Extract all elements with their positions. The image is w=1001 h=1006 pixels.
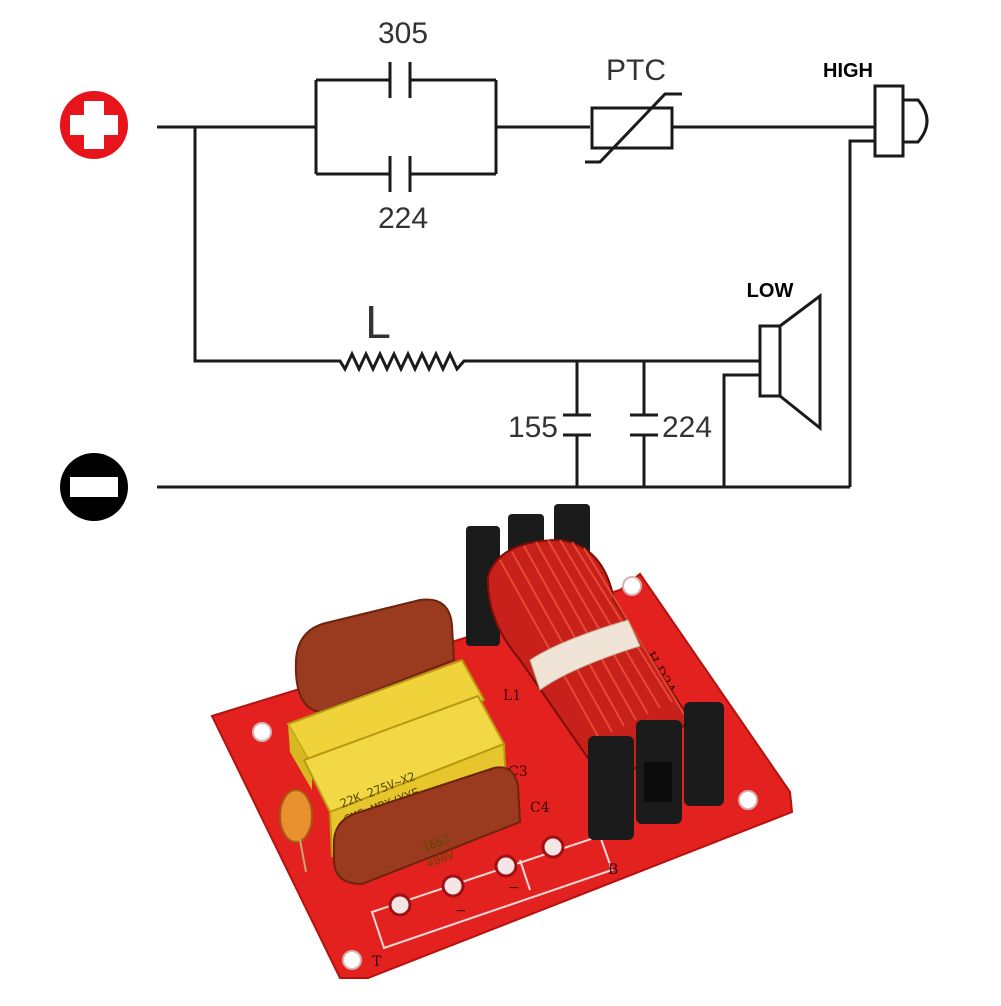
silk-b: B	[608, 862, 618, 878]
inductor-label: L	[365, 296, 391, 348]
negative-terminal-icon	[60, 453, 128, 521]
cap-155-label: 155	[508, 411, 558, 444]
brown-capacitor-top	[294, 598, 456, 714]
capacitor-155-symbol	[563, 413, 591, 437]
solder-pad	[541, 835, 565, 859]
schematic: 305 224 PTC HIGH L 155	[60, 17, 929, 521]
solder-pad	[494, 854, 518, 878]
woofer-icon	[758, 293, 822, 432]
tweeter-icon	[873, 84, 929, 158]
solder-pad	[388, 893, 412, 917]
woofer-return-wire	[722, 373, 760, 487]
inductor-coil	[466, 504, 724, 840]
silk-l1: L1	[503, 688, 521, 704]
silk-c4: C4	[530, 800, 550, 816]
low-label: LOW	[747, 280, 794, 302]
mounting-hole	[622, 576, 642, 596]
crossover-board-photo: L1 C3 C4 B T − − H D2A 22K 275V~X2 GMF M…	[210, 504, 794, 979]
silk-t: T	[372, 954, 382, 970]
cap-bottom-label: 224	[378, 202, 428, 235]
capacitor-224-symbol	[388, 156, 412, 192]
tweeter-return-wire	[848, 139, 875, 487]
ceramic-capacitor	[279, 789, 313, 873]
yellow-capacitor-rear	[286, 658, 486, 790]
silkscreen-frame	[370, 834, 614, 950]
mounting-hole	[342, 950, 362, 970]
mounting-hole	[738, 790, 758, 810]
inductor-symbol	[335, 350, 470, 373]
silk-minus-left: −	[455, 903, 467, 919]
ptc-symbol	[585, 92, 682, 164]
bobbin-flange-front	[684, 702, 724, 806]
parallel-cap-wires	[314, 78, 590, 176]
capacitor-305-symbol	[388, 62, 412, 98]
silk-minus-right: −	[508, 880, 520, 896]
solder-pad	[441, 874, 465, 898]
mounting-hole	[252, 722, 272, 742]
bobbin-flange-rear	[466, 526, 500, 646]
bobbin-flange-front	[588, 736, 634, 840]
positive-terminal-icon	[60, 91, 128, 159]
cap-224-low-label: 224	[662, 411, 712, 444]
cap-top-label: 305	[378, 17, 428, 50]
ptc-label: PTC	[606, 54, 666, 87]
left-vertical-wire	[193, 127, 335, 363]
cable-tie	[529, 619, 641, 691]
high-label: HIGH	[823, 60, 873, 82]
capacitor-224-low-symbol	[630, 413, 658, 437]
